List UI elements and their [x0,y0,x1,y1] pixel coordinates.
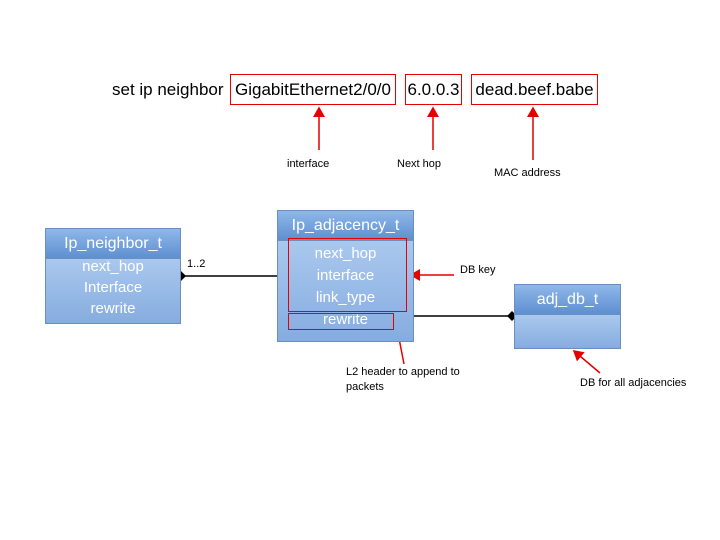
next-hop-value-box: 6.0.0.3 [405,74,462,105]
interface-value-box: GigabitEthernet2/0/0 [230,74,396,105]
ip-adjacency-body [278,241,413,341]
ip-neighbor-body [46,259,180,323]
l2-header-note: L2 header to append to packets [346,366,460,393]
interface-note: interface [287,158,330,170]
multiplicity-label: 1..2 [187,258,206,270]
ip-adjacency-field: rewrite [322,311,368,328]
ip-neighbor-title: Ip_neighbor_t [46,229,180,259]
adj-db-body [515,315,620,348]
db-key-note: DB key [460,264,496,276]
command-prefix: set ip neighbor [112,80,224,99]
mac-address-note: MAC address [494,167,561,179]
ip-neighbor-field: next_hop [82,258,144,275]
db-all-arrow [572,350,601,374]
ip-adjacency-field: next_hop [314,245,377,262]
ip-neighbor-class: Ip_neighbor_t next_hop Interface rewrite [45,228,181,324]
ip-adjacency-field: link_type [315,289,376,306]
adj-db-title: adj_db_t [515,285,620,315]
ip-adjacency-class: Ip_adjacency_t next_hop interface link_t… [277,210,414,342]
rewrite-highlight [288,313,394,330]
mac-value-box: dead.beef.babe [471,74,598,105]
ip-neighbor-field: Interface [83,279,143,296]
adj-db-class: adj_db_t [514,284,621,349]
ip-neighbor-field: rewrite [90,300,136,317]
db-all-note: DB for all adjacencies [580,377,687,389]
db-key-highlight [288,238,407,312]
next-hop-note: Next hop [397,158,442,170]
ip-adjacency-title: Ip_adjacency_t [278,211,413,241]
ip-adjacency-field: interface [316,267,375,284]
